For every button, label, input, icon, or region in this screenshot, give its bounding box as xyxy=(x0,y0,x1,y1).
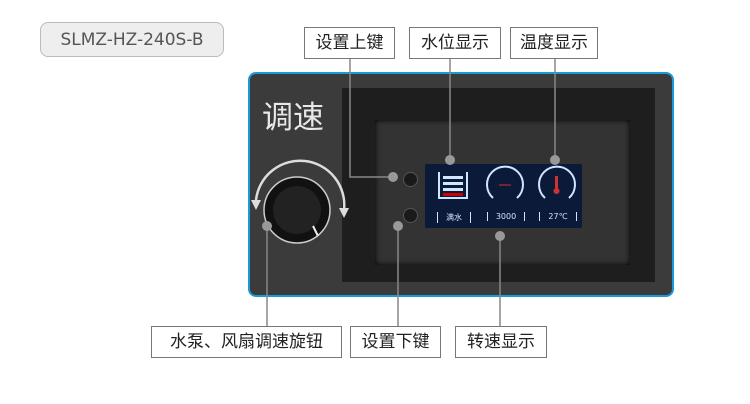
speed-readout: 3000 xyxy=(487,212,525,221)
model-badge: SLMZ-HZ-240S-B xyxy=(40,22,224,57)
water-readout: 满水 xyxy=(437,212,471,223)
label-temperature: 温度显示 xyxy=(510,27,598,59)
temperature-gauge-icon xyxy=(538,165,576,199)
label-knob: 水泵、风扇调速旋钮 xyxy=(151,326,342,358)
up-key-button[interactable] xyxy=(403,172,418,187)
lcd-screen: 满水 3000 27℃ xyxy=(424,163,583,229)
speed-gauge-icon xyxy=(486,165,524,199)
down-key-button[interactable] xyxy=(403,208,418,223)
panel-title: 调速 xyxy=(262,100,324,136)
label-up-key: 设置上键 xyxy=(304,27,395,59)
label-water-level: 水位显示 xyxy=(409,27,501,59)
temp-readout: 27℃ xyxy=(539,212,577,221)
rotation-arrow-icon xyxy=(254,159,346,211)
label-speed: 转速显示 xyxy=(455,326,547,358)
water-level-icon xyxy=(438,172,468,199)
label-down-key: 设置下键 xyxy=(350,326,441,358)
